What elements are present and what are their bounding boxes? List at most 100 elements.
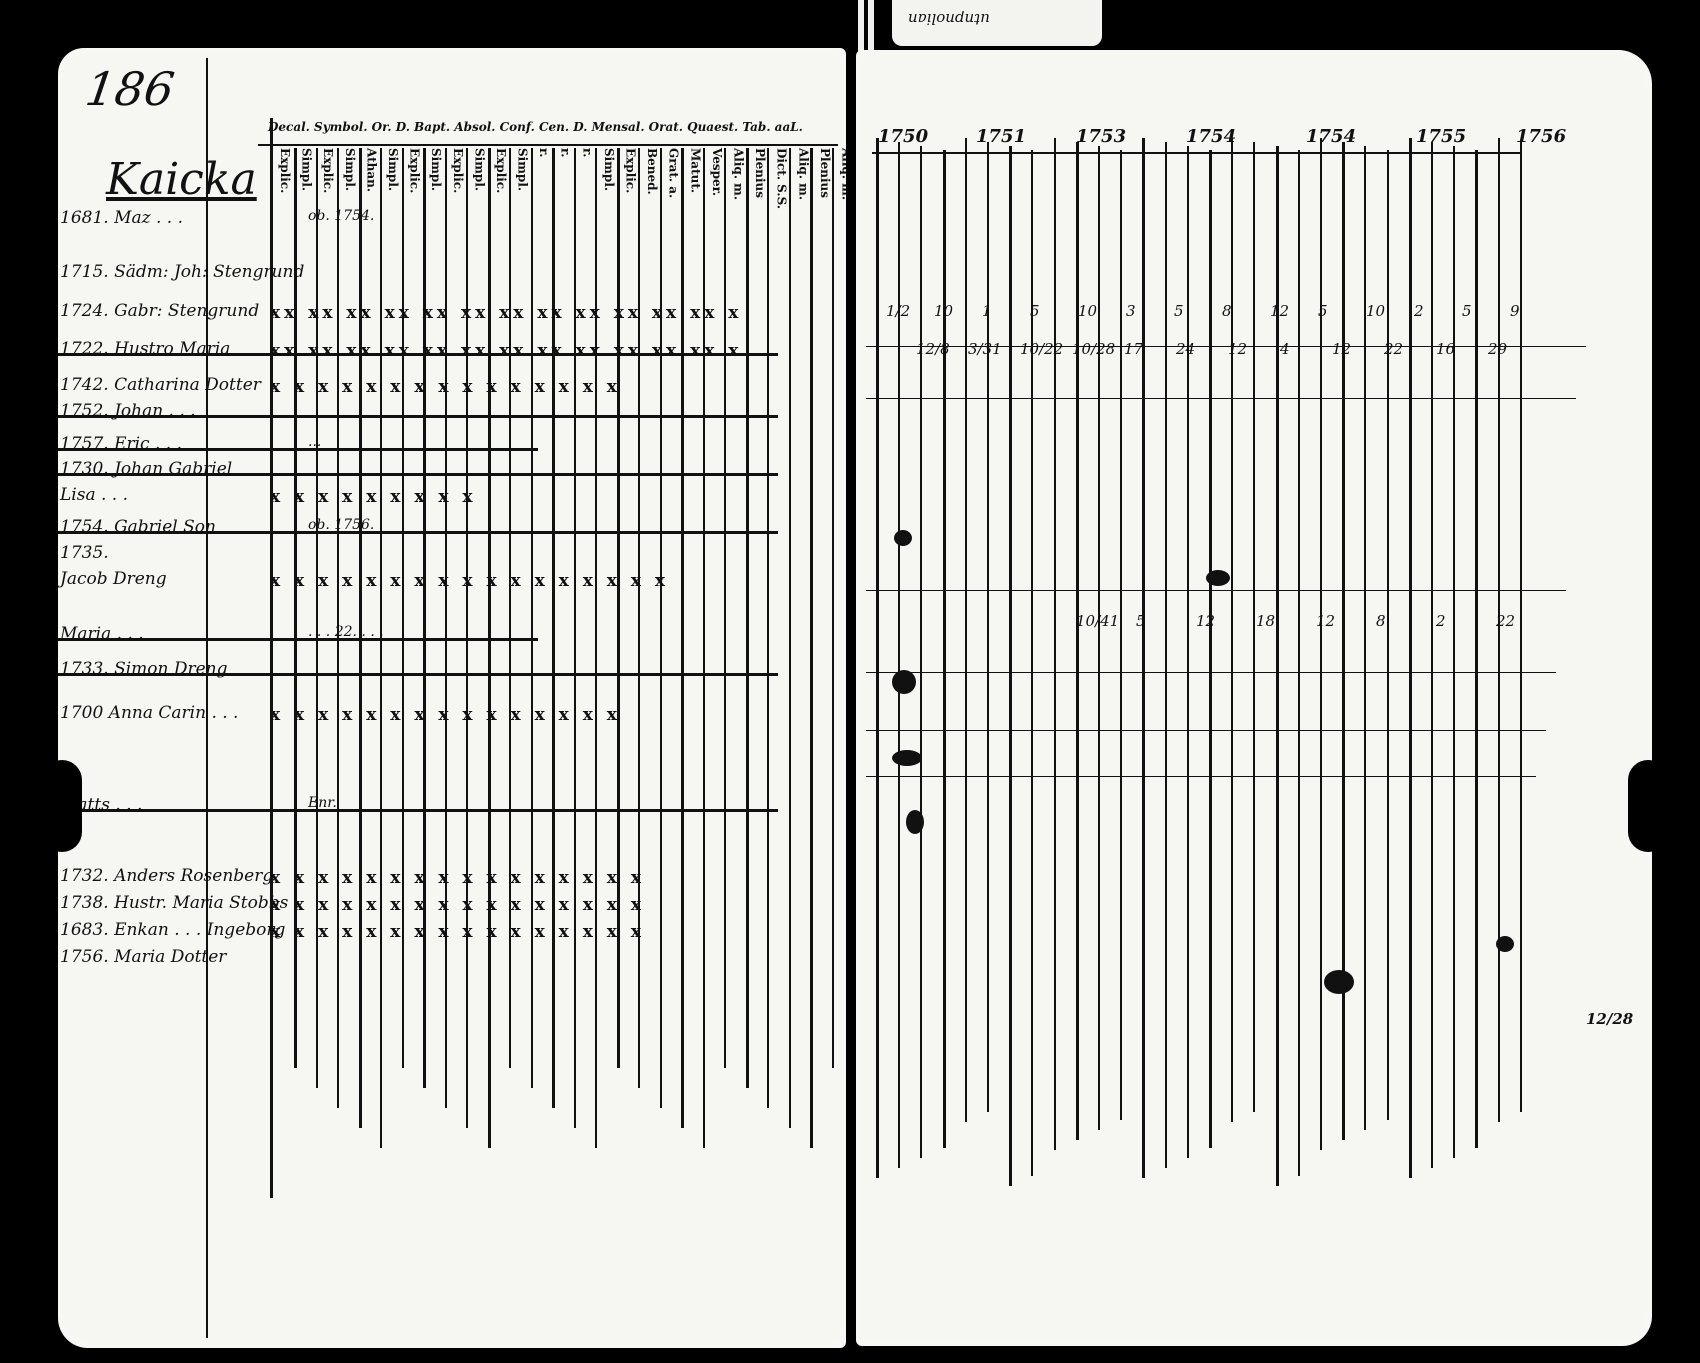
row-rule <box>866 398 1576 399</box>
column-rule <box>1320 138 1322 1150</box>
fraction-entry: 5 <box>1462 302 1472 320</box>
page-number: 186 <box>82 62 178 116</box>
fraction-entry: 29 <box>1488 340 1508 358</box>
fraction-entry: 18 <box>1256 612 1276 630</box>
gutter-bar <box>868 0 874 62</box>
column-subhead: Matut. <box>686 148 708 258</box>
attendance-marks: x x x x x x x x x x x x x x x x <box>270 868 645 888</box>
fraction-entry: 5 <box>1174 302 1184 320</box>
column-rule <box>1209 150 1212 1148</box>
strikethrough-rule <box>58 531 778 534</box>
column-subhead-label: Explic. <box>493 148 508 194</box>
column-rule <box>964 138 967 1122</box>
year-header: 1750 <box>878 126 929 147</box>
binding-hole <box>1628 760 1668 852</box>
column-subhead-label: Simpl. <box>299 148 314 192</box>
column-subhead: Simpl. <box>341 148 363 258</box>
year-header: 1751 <box>976 126 1027 147</box>
column-subhead: Dict. S.S. <box>773 148 795 258</box>
column-rule <box>552 148 555 1108</box>
column-rule <box>1275 146 1279 1186</box>
fraction-entry: 9 <box>1510 302 1520 320</box>
column-subhead: Explic. <box>406 148 428 258</box>
column-rule <box>876 138 879 1178</box>
attendance-marks: x x x x x x x x x <box>270 487 477 507</box>
column-subhead-label: Simpl. <box>342 148 357 192</box>
column-subhead: Aliq. m. <box>837 148 846 258</box>
strikethrough-rule <box>58 415 778 418</box>
row-note: ob. 1754. <box>308 208 375 224</box>
entry-name: 1715. Sädm: Joh: Stengrund <box>60 262 305 282</box>
column-subhead: r. <box>578 148 600 258</box>
column-subhead: Simpl. <box>470 148 492 258</box>
column-rule <box>487 148 491 1148</box>
entry-name: 1756. Maria Dotter <box>60 947 227 967</box>
strikethrough-rule <box>58 673 778 676</box>
year-header: 1753 <box>1076 126 1127 147</box>
fraction-entry: 12 <box>1270 302 1290 320</box>
column-rule <box>1098 146 1100 1130</box>
entry-name: 1754. Gabriel Son <box>60 517 216 537</box>
ink-blot <box>1206 570 1230 586</box>
attendance-marks: xx xx xx xx xx xx xx xx xx xx xx xx x <box>270 303 743 323</box>
fraction-entry: 12 <box>1332 340 1352 358</box>
column-rule <box>380 148 382 1148</box>
column-rule <box>1186 146 1189 1158</box>
column-rule <box>942 150 946 1148</box>
column-rule <box>659 148 662 1108</box>
column-rule <box>573 148 576 1128</box>
column-subhead: Plenius <box>816 148 838 258</box>
column-subhead: Explic. <box>492 148 514 258</box>
column-subhead-label: Dict. S.S. <box>774 148 789 210</box>
column-subhead: Grat. a. <box>665 148 687 258</box>
year-header: 1756 <box>1516 126 1567 147</box>
strikethrough-rule <box>58 809 778 812</box>
ink-blot <box>906 810 924 834</box>
fraction-entry: 17 <box>1124 340 1144 358</box>
gutter-bar <box>858 0 864 62</box>
fraction-entry: 10 <box>934 302 954 320</box>
fraction-entry: 16 <box>1436 340 1456 358</box>
header-rule <box>258 144 838 146</box>
fraction-entry: 2 <box>1414 302 1424 320</box>
header-rule <box>872 152 1522 154</box>
column-subhead: Simpl. <box>384 148 406 258</box>
fraction-entry: 8 <box>1376 612 1386 630</box>
fraction-entry: 5 <box>1318 302 1328 320</box>
fraction-entry: 3 <box>1126 302 1136 320</box>
column-rule <box>616 148 620 1068</box>
column-subhead-label: Explic. <box>321 148 336 194</box>
column-subhead-label: Aliq. m. <box>731 148 746 201</box>
table-row: 1752. Johan . . . <box>58 401 818 427</box>
column-subhead: Vesper. <box>708 148 730 258</box>
attendance-marks: x x x x x x x x x x x x x x x x x <box>270 571 669 591</box>
column-rule <box>1075 142 1079 1140</box>
column-subhead: Athan. <box>362 148 384 258</box>
column-rule <box>1142 138 1146 1178</box>
column-rule <box>1120 150 1123 1120</box>
column-subhead: Simpl. <box>514 148 536 258</box>
column-rule <box>1453 146 1456 1158</box>
fraction-entry: 2 <box>1436 612 1446 630</box>
fraction-entry: 4 <box>1280 340 1290 358</box>
entry-name: Jacob Dreng <box>60 569 167 589</box>
strikethrough-rule <box>58 353 778 356</box>
column-subhead: Plenius <box>751 148 773 258</box>
column-subhead: Simpl. <box>427 148 449 258</box>
column-rule <box>1031 150 1034 1176</box>
entry-name: 1735. <box>60 543 109 563</box>
ink-blot <box>892 670 916 694</box>
column-subhead-label: r. <box>537 148 552 158</box>
fraction-entry: 22 <box>1384 340 1404 358</box>
column-subhead: Explic. <box>449 148 471 258</box>
entry-name: 1752. Johan . . . <box>60 401 196 421</box>
column-rule <box>987 142 989 1112</box>
fraction-entry: 10/41 <box>1076 612 1120 630</box>
fraction-entry: 1/2 <box>886 302 911 320</box>
column-rule <box>767 148 769 1108</box>
fraction-entry: 12 <box>1228 340 1248 358</box>
